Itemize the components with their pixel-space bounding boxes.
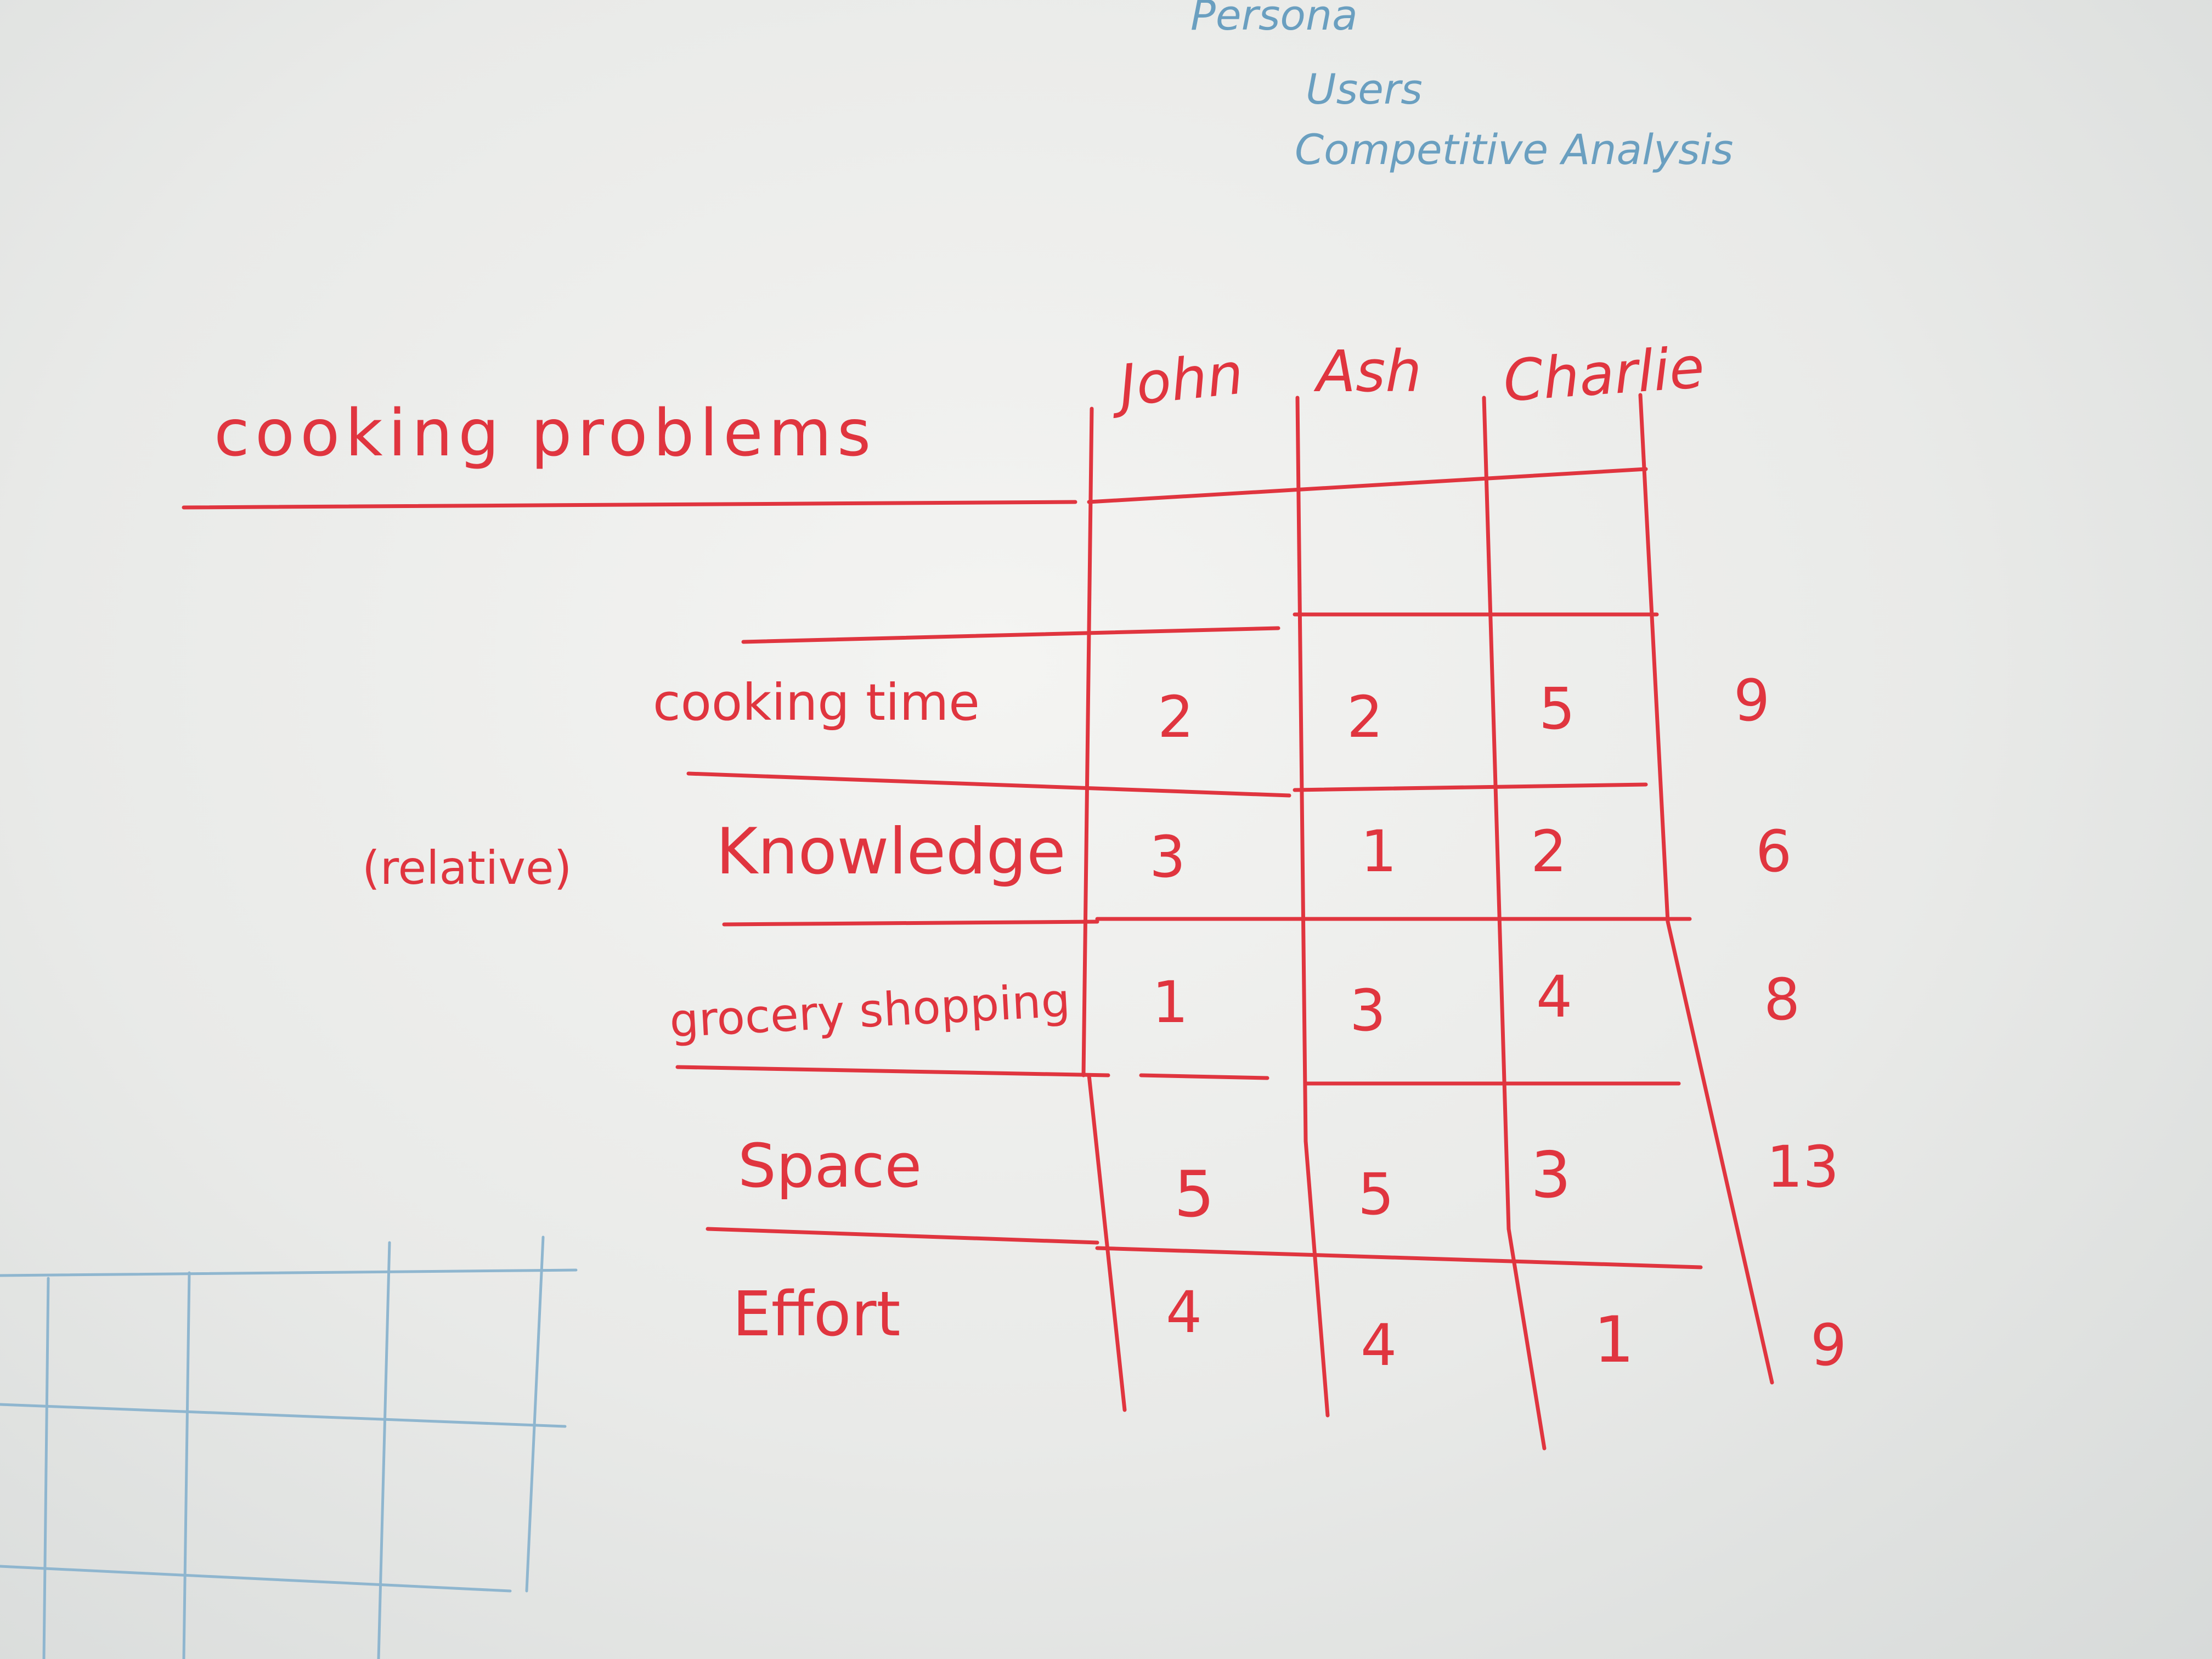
table-title: cooking problems <box>214 395 877 471</box>
column-header-ash: Ash <box>1317 338 1422 405</box>
total-space: 13 <box>1767 1133 1839 1200</box>
total-knowledge: 6 <box>1756 818 1792 885</box>
row-label-knowledge: Knowledge <box>716 815 1066 889</box>
total-effort: 9 <box>1810 1312 1847 1379</box>
row-label-space: Space <box>738 1131 922 1201</box>
row-qualifier-relative: (relative) <box>362 841 572 895</box>
cell-john-effort: 4 <box>1166 1279 1203 1346</box>
red-table-lines <box>182 393 1774 1451</box>
cell-ash-cooking-time: 2 <box>1347 684 1384 751</box>
cell-charlie-space: 3 <box>1531 1138 1571 1212</box>
cell-charlie-knowledge: 2 <box>1531 818 1567 885</box>
cell-charlie-effort: 1 <box>1594 1303 1634 1377</box>
cell-charlie-grocery-shopping: 4 <box>1536 963 1573 1030</box>
row-label-cooking-time: cooking time <box>653 673 980 732</box>
cell-john-space: 5 <box>1174 1158 1215 1232</box>
row-label-effort: Effort <box>732 1279 901 1350</box>
cell-charlie-cooking-time: 5 <box>1539 675 1576 742</box>
total-cooking-time: 9 <box>1734 667 1770 734</box>
cell-john-cooking-time: 2 <box>1158 684 1194 751</box>
cell-ash-grocery-shopping: 3 <box>1350 977 1386 1044</box>
column-header-john: John <box>1116 340 1246 420</box>
note-competitive-analysis: Competitive Analysis <box>1295 125 1734 174</box>
cell-ash-space: 5 <box>1358 1161 1395 1228</box>
note-persona: Persona <box>1190 0 1358 40</box>
note-users: Users <box>1306 65 1423 114</box>
cell-john-grocery-shopping: 1 <box>1152 969 1189 1036</box>
cell-ash-effort: 4 <box>1361 1312 1397 1379</box>
total-grocery-shopping: 8 <box>1764 966 1801 1033</box>
cell-ash-knowledge: 1 <box>1361 818 1397 885</box>
cell-john-knowledge: 3 <box>1149 823 1186 890</box>
blue-grid-sketch <box>0 1235 578 1659</box>
column-header-charlie: Charlie <box>1501 334 1707 415</box>
